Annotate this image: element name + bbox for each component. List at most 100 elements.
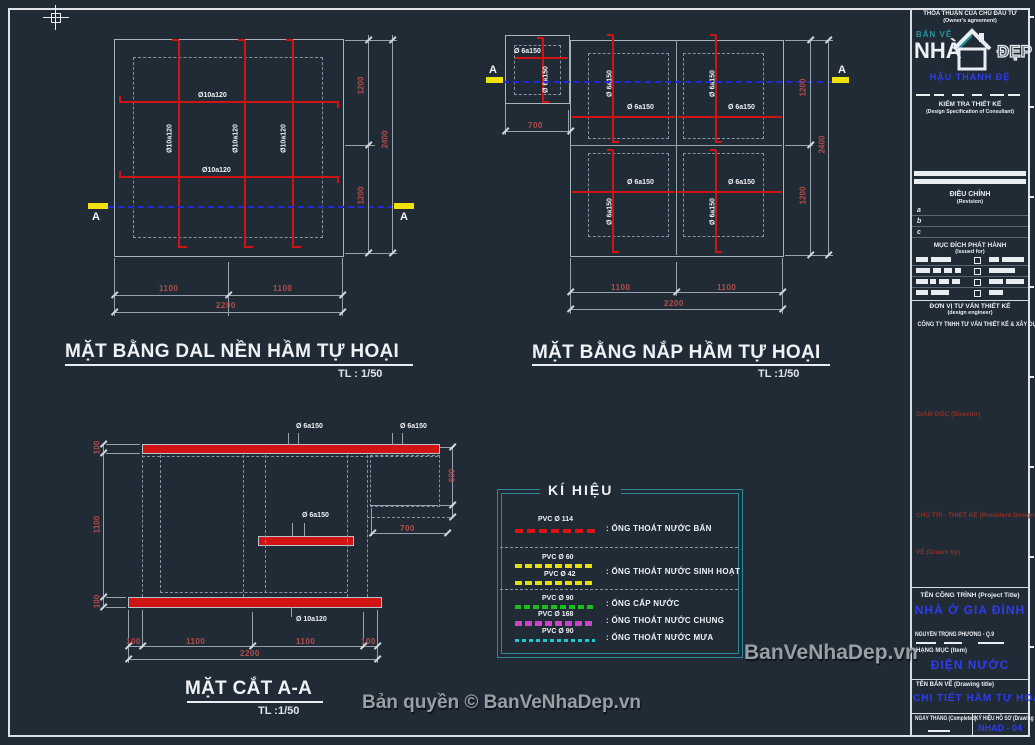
sheet-title-label: TÊN BẢN VẼ (Drawing title) xyxy=(916,682,995,688)
witness-line xyxy=(676,262,677,296)
revision-row-letter: a xyxy=(917,207,921,214)
rebar-hook xyxy=(286,39,293,41)
dim-text: 1100 xyxy=(273,284,293,293)
redacted-text-bar xyxy=(944,268,952,273)
legend-desc: : ỐNG THOÁT NƯỚC SINH HOẠT xyxy=(606,567,741,576)
fold-mark xyxy=(1028,106,1034,108)
rebar-dot xyxy=(133,599,138,604)
plan2-lid-outline xyxy=(570,40,784,257)
section-divider-line xyxy=(912,713,1028,714)
leader-line xyxy=(392,433,393,445)
dim-text: 1200 xyxy=(356,186,366,205)
dim-text: 1200 xyxy=(356,76,366,95)
legend-line-sample xyxy=(515,621,595,626)
witness-line xyxy=(114,258,115,316)
fold-mark xyxy=(1028,466,1034,468)
legend-line-sample xyxy=(515,529,595,533)
signature-mark xyxy=(990,94,1004,96)
wall-dashed xyxy=(243,455,244,597)
witness-line xyxy=(363,612,364,648)
redacted-text-bar xyxy=(989,257,999,262)
legend-pipe-label: PVC Ø 114 xyxy=(538,516,574,523)
issued-for-label: MỤC ĐÍCH PHÁT HÀNH xyxy=(933,242,1007,249)
owner-agreement-sub: (Owner's agreement) xyxy=(943,18,997,24)
rebar-hook xyxy=(172,39,179,41)
fold-mark xyxy=(1028,556,1034,558)
section-divider-line xyxy=(912,587,1028,588)
rebar-line xyxy=(178,40,180,248)
plan2-mid-line xyxy=(570,145,782,146)
drawer-label: VẼ (Drawn by) xyxy=(916,549,961,556)
fold-mark xyxy=(1028,16,1034,18)
section-marker-bar xyxy=(832,77,849,83)
lead-designer-label: CHỦ TRÌ - THIẾT KẾ (President Designed) xyxy=(916,512,1035,519)
revision-row-letter: c xyxy=(917,229,921,236)
witness-line xyxy=(377,610,378,663)
redacted-text-bar xyxy=(916,290,928,295)
plan2-mid-line xyxy=(676,40,677,255)
row-separator xyxy=(912,265,1028,266)
revision-sub: (Revision) xyxy=(956,199,984,205)
sheet-border xyxy=(8,8,1030,737)
cad-crosshair-cursor[interactable] xyxy=(43,17,69,18)
witness-line xyxy=(440,505,454,506)
section-divider-line xyxy=(912,300,1028,301)
redacted-text-bar xyxy=(989,279,1003,284)
checkbox[interactable] xyxy=(974,279,981,286)
row-separator xyxy=(912,287,1028,288)
section-marker-label: A xyxy=(838,64,846,76)
rebar-line xyxy=(715,35,717,143)
redacted-text-bar xyxy=(989,290,1003,295)
redacted-text-bar xyxy=(931,257,951,262)
section-shaft-base xyxy=(370,505,438,506)
design-unit-label: ĐƠN VỊ TƯ VẤN THIẾT KẾ xyxy=(929,303,1011,310)
signature-mark xyxy=(1008,94,1020,96)
dim-text: 2200 xyxy=(664,299,684,308)
section-marker-label: A xyxy=(489,64,497,76)
dim-text: 1100 xyxy=(611,283,631,292)
rebar-label: Ø 6a150 xyxy=(542,66,550,93)
plan2-panel-dashed xyxy=(683,53,764,139)
dim-line xyxy=(128,646,378,647)
checkbox[interactable] xyxy=(974,268,981,275)
cell-divider xyxy=(972,713,973,735)
rebar-label: Ø 6a150 xyxy=(627,179,654,186)
legend-pipe-label: PVC Ø 90 xyxy=(542,595,574,602)
rebar-line xyxy=(715,150,717,253)
legend-line-sample xyxy=(515,639,595,642)
rebar-hook xyxy=(294,246,301,248)
legend-desc: : ỐNG THOÁT NƯỚC CHUNG xyxy=(606,616,725,625)
rebar-label: Ø 6a150 xyxy=(728,179,755,186)
rebar-hook xyxy=(238,39,245,41)
plan1-inner-dashed xyxy=(133,57,323,238)
cad-pickbox[interactable] xyxy=(51,13,61,23)
dim-text: 1100 xyxy=(717,283,737,292)
leader-line xyxy=(291,607,292,617)
checkbox[interactable] xyxy=(974,257,981,264)
legend-pipe-label: PVC Ø 168 xyxy=(538,611,574,618)
owner-agreement-label: THỎA THUẬN CỦA CHỦ ĐẦU TƯ xyxy=(923,11,1017,17)
rebar-hook xyxy=(119,171,121,178)
sheet-name: CHI TIẾT HẦM TỰ HOẠI xyxy=(913,693,1035,704)
rebar-hook xyxy=(710,34,716,36)
rebar-line xyxy=(572,116,675,118)
wall-dashed xyxy=(367,455,368,597)
rebar-label: Ø10a120 xyxy=(232,124,240,153)
section-shelf xyxy=(258,536,354,546)
checkbox[interactable] xyxy=(974,290,981,297)
project-title-label: TÊN CÔNG TRÌNH (Project Title) xyxy=(920,592,1020,599)
redacted-text-bar xyxy=(933,268,941,273)
dim-line xyxy=(452,447,453,517)
fold-mark xyxy=(1028,196,1034,198)
rebar-hook xyxy=(710,149,716,151)
drawing3-scale: TL :1/50 xyxy=(258,705,300,717)
house-logo-icon xyxy=(952,28,992,71)
design-unit-sub: (design engineer) xyxy=(947,310,993,316)
plan1-slab-outline xyxy=(114,39,344,257)
section-top-slab xyxy=(142,444,440,454)
rebar-label: Ø 6a150 xyxy=(709,70,717,97)
cad-crosshair-cursor[interactable] xyxy=(55,5,56,30)
redacted-text-bar xyxy=(916,257,928,262)
redacted-text-bar xyxy=(916,279,928,284)
